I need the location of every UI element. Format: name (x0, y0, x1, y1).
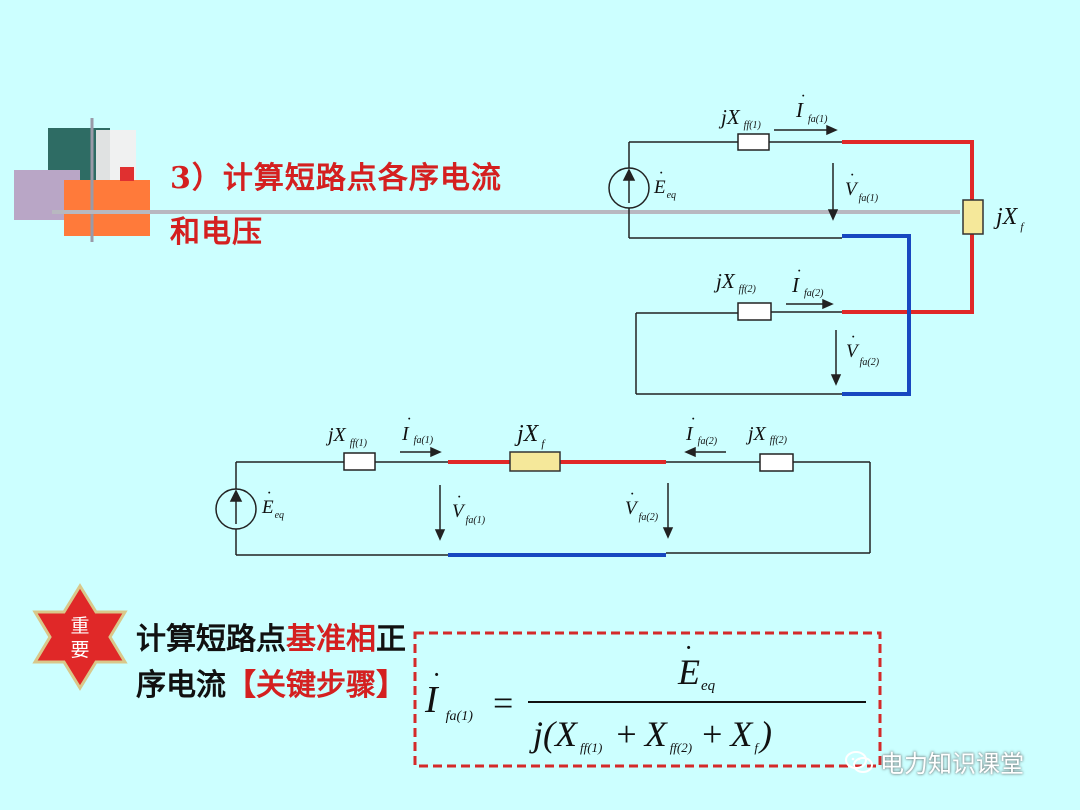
arrowhead (434, 529, 446, 541)
dot-accent: · (691, 411, 695, 428)
dot-accent: · (851, 329, 855, 346)
watermark-text: 电力知识课堂 (880, 750, 1024, 778)
source-arrowhead (622, 168, 636, 181)
dot-accent: · (433, 660, 440, 689)
dot-accent: · (267, 485, 271, 502)
note-part3: 相 (346, 622, 376, 657)
badge-line2: 要 (70, 639, 89, 661)
dot-accent: · (407, 411, 411, 428)
dot-accent: · (630, 486, 634, 503)
formula-border (413, 631, 882, 768)
deco-block-orange (64, 180, 150, 236)
section-heading: 3）计算短路点各序电流 和电压 (170, 152, 590, 260)
arrowhead (430, 446, 442, 458)
heading-line2: 和电压 (170, 215, 263, 250)
arrowhead (827, 209, 839, 221)
dot-accent: · (659, 165, 663, 182)
arrowhead (662, 527, 674, 539)
important-badge: 重 要 (32, 583, 128, 691)
top-circuit (608, 124, 842, 395)
key-step-note: 计算短路点基准相正序电流【关键步骤】 (136, 617, 406, 709)
watermark: 电力知识课堂 (844, 744, 1024, 779)
label-source: Eeq (653, 177, 676, 201)
star-icon (32, 583, 128, 691)
impedance-x2 (759, 453, 794, 472)
dot-accent: · (685, 633, 692, 662)
arrowhead (830, 374, 842, 386)
note-part4: 正序电流 (136, 622, 406, 703)
title-decoration (14, 118, 960, 242)
dot-accent: · (457, 489, 461, 506)
arrowhead (826, 124, 838, 136)
badge-line1: 重 (70, 615, 89, 637)
impedance-x1 (343, 452, 376, 471)
label-source: Eeq (261, 497, 284, 521)
impedance-xf (962, 199, 984, 235)
dot-accent: · (850, 167, 854, 184)
source-arrowhead (229, 489, 243, 502)
impedance-x1 (737, 133, 770, 151)
dot-accent: · (797, 263, 801, 280)
bottom-circuit (215, 446, 871, 556)
deco-bullet-square (120, 167, 134, 181)
note-part2: 基准 (286, 622, 346, 657)
dot-accent: · (801, 88, 805, 105)
impedance-x2 (737, 302, 772, 321)
arrowhead (822, 298, 834, 310)
formula-equals: = (493, 683, 513, 723)
wechat-icon (845, 750, 873, 773)
arrowhead (684, 446, 696, 458)
reference-blue (842, 234, 911, 396)
note-part1: 计算短路点 (136, 622, 286, 657)
note-part5: 【关键步骤】 (226, 668, 406, 703)
impedance-xf (509, 451, 561, 472)
formula-numerator: Eeq (677, 652, 716, 694)
heading-line1: 3）计算短路点各序电流 (170, 161, 502, 196)
label-v2: Vfa(2) (846, 341, 880, 368)
